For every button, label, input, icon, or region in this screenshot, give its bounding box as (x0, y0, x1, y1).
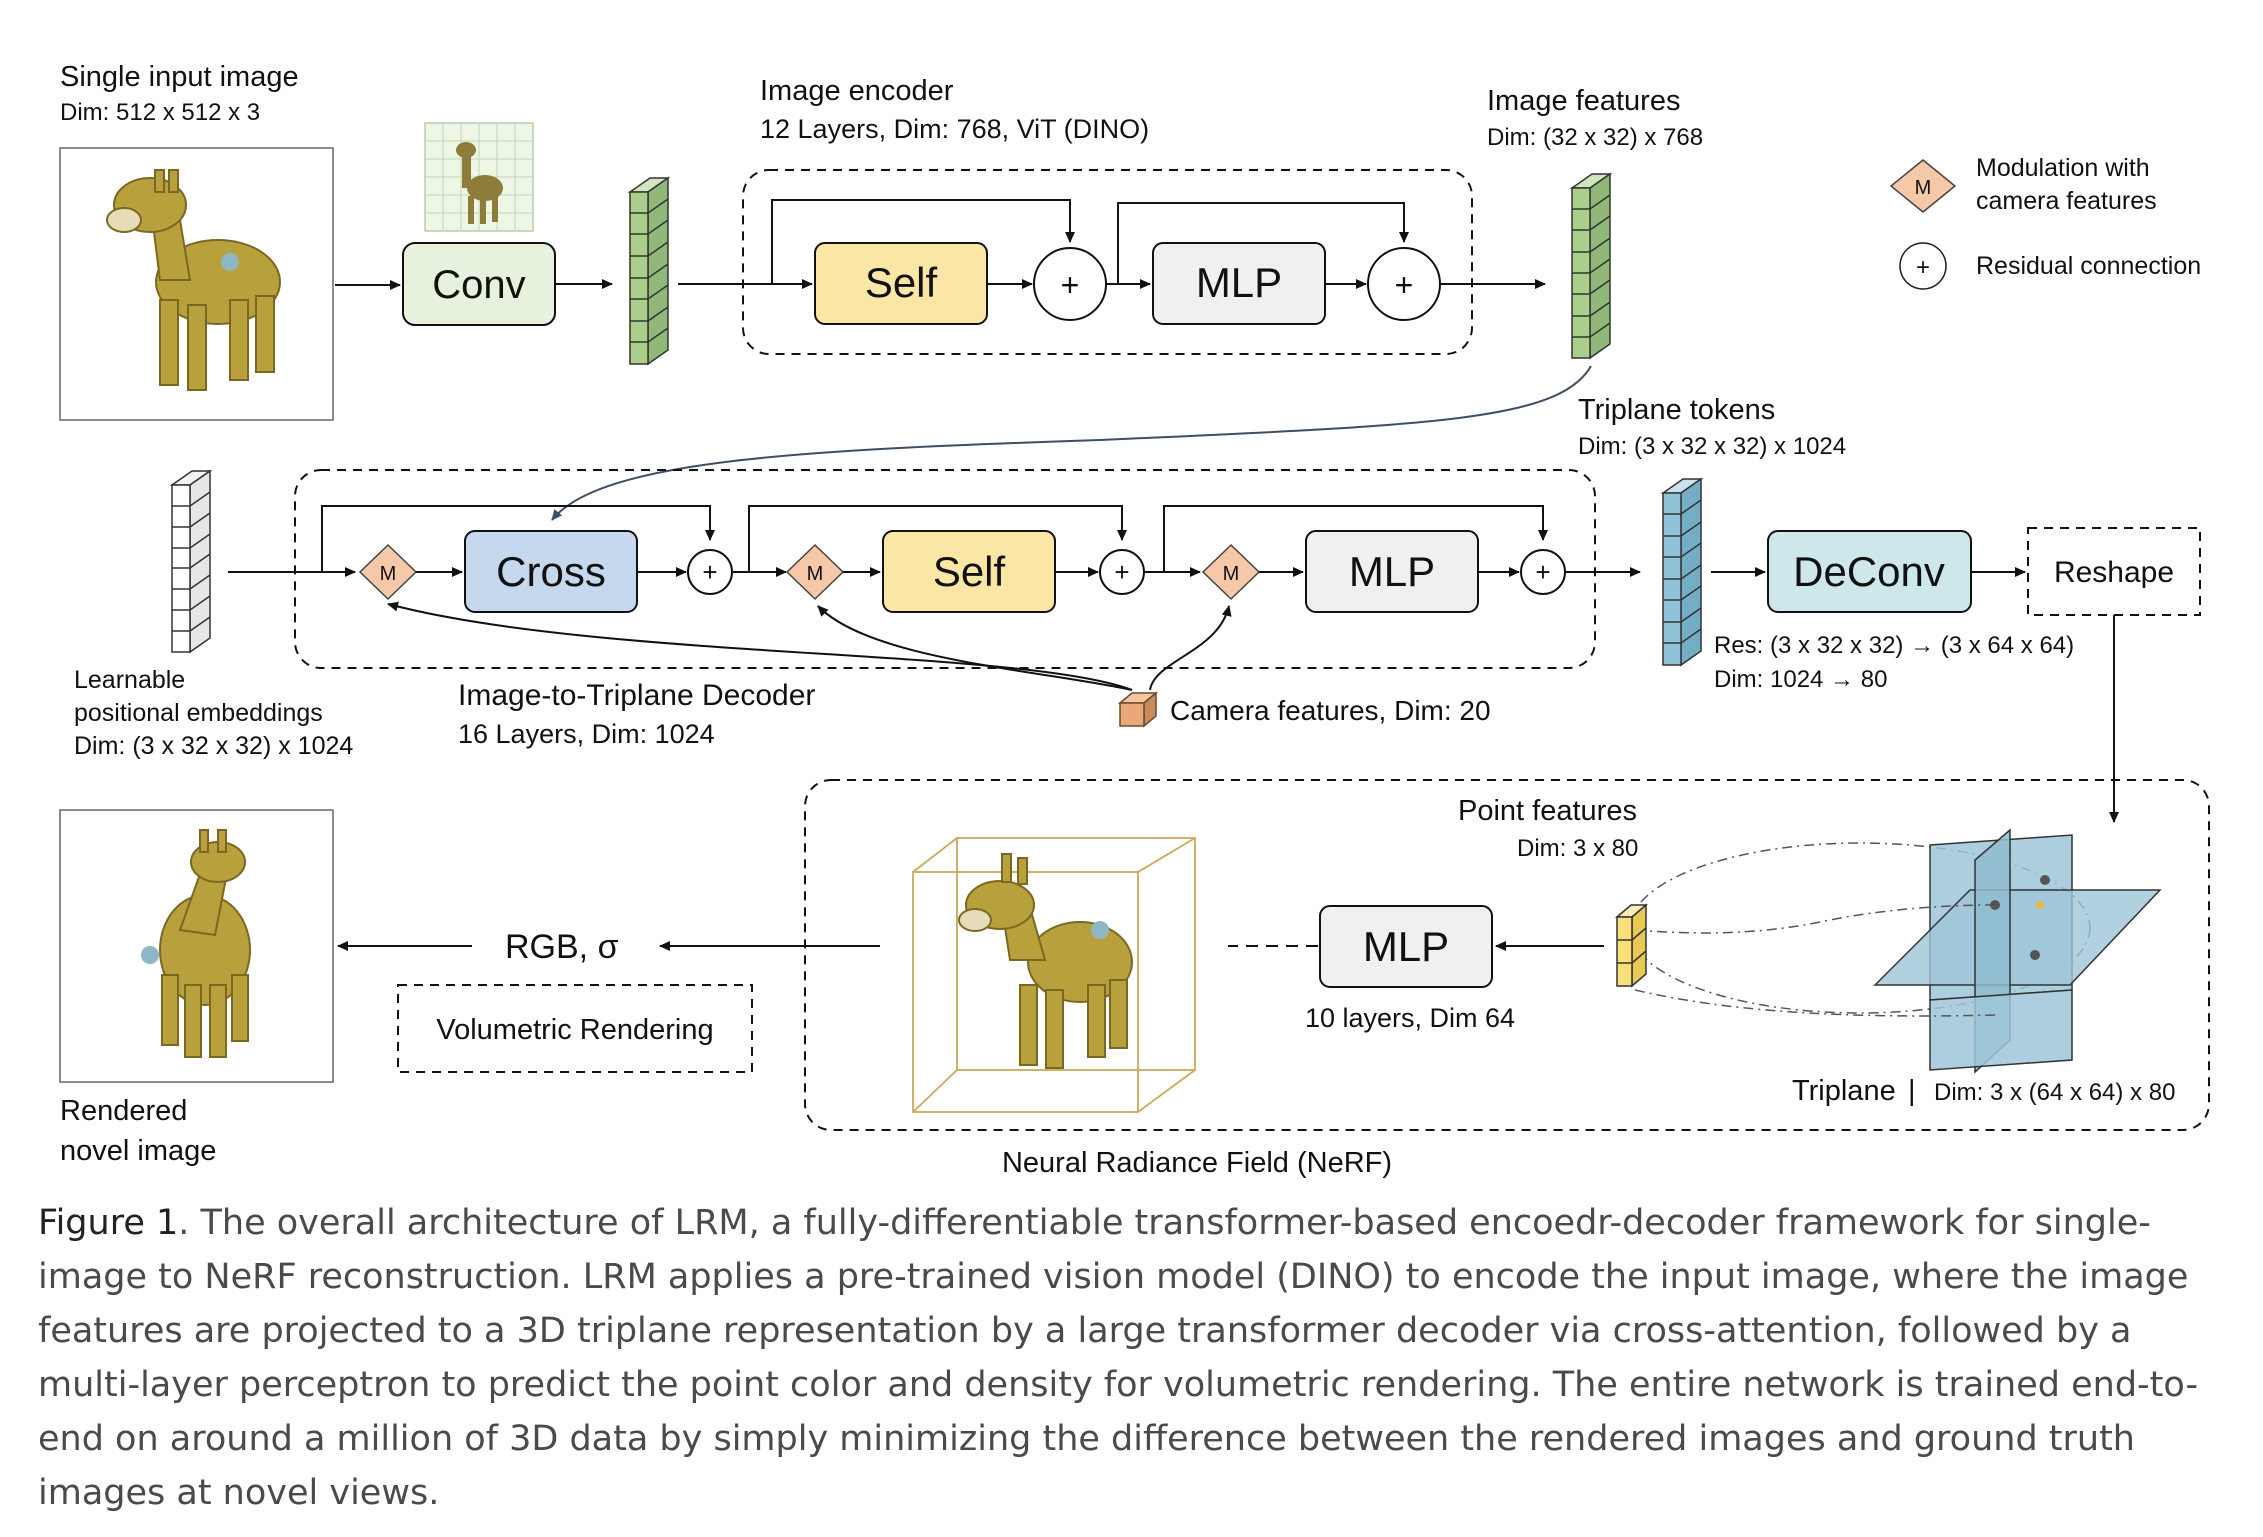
decoder-modulation-symbol-1: M (380, 563, 397, 585)
legend-residual-label: Residual connection (1976, 252, 2201, 280)
giraffe-toy-image (141, 829, 251, 1058)
image-features-title: Image features (1487, 85, 1680, 117)
caption-text: . The overall architecture of LRM, a ful… (38, 1203, 2199, 1513)
legend-modulation-symbol: M (1915, 177, 1932, 199)
encoder-subtitle: 12 Layers, Dim: 768, ViT (DINO) (760, 114, 1149, 144)
decoder-plus-2: + (1114, 557, 1129, 587)
nerf-title: Neural Radiance Field (NeRF) (1002, 1147, 1392, 1179)
input-image (59, 147, 334, 421)
encoder-skip-1 (771, 199, 1075, 284)
encoder-block (742, 169, 1473, 355)
decoder-modulation-symbol-3: M (1223, 563, 1240, 585)
triplane-label: Triplane (1792, 1075, 1896, 1107)
decoder-skip-3 (1163, 505, 1548, 572)
positional-line3: Dim: (3 x 32 x 32) x 1024 (74, 732, 353, 760)
decoder-skip-1 (321, 505, 715, 572)
features-to-cross-connector (551, 365, 1592, 521)
input-image-dim: Dim: 512 x 512 x 3 (60, 99, 260, 126)
point-features-title: Point features (1458, 795, 1637, 827)
encoder-plus-1: + (1061, 267, 1080, 303)
nerf-mlp-box (1319, 905, 1493, 988)
decoder-title: Image-to-Triplane Decoder (458, 679, 815, 712)
decoder-modulation-symbol-2: M (807, 563, 824, 585)
decoder-self-label: Self (933, 548, 1006, 595)
deconv-dim: Dim: 1024 → 80 (1714, 666, 1887, 693)
architecture-diagram: Single input image Dim: 512 x 512 x 3 (59, 61, 2210, 1179)
decoder-modulation-3: M (1201, 543, 1261, 601)
cube-icon (1117, 691, 1159, 728)
rendered-label-line1: Rendered (60, 1095, 187, 1127)
figure-caption: Figure 1. The overall architecture of LR… (38, 1196, 2208, 1520)
reshape-label: Reshape (2054, 556, 2174, 589)
nerf-block (804, 779, 2210, 1131)
positional-line2: positional embeddings (74, 699, 323, 727)
volumetric-rendering-label: Volumetric Rendering (436, 1014, 713, 1046)
nerf-mlp-label: MLP (1363, 923, 1449, 970)
rendered-label-line2: novel image (60, 1135, 216, 1167)
camera-modulation-arrows (387, 601, 1232, 691)
encoder-plus-2: + (1395, 267, 1414, 303)
encoder-residual-1: + (1033, 247, 1107, 321)
volumetric-rendering-box (397, 984, 753, 1073)
conv-label: Conv (432, 263, 525, 307)
decoder-block (294, 469, 1596, 669)
decoder-plus-1: + (702, 557, 717, 587)
positional-embedding-stack (169, 469, 213, 654)
triplane-dim: Dim: 3 x (64 x 64) x 80 (1934, 1079, 2175, 1106)
image-patch-grid (424, 122, 534, 232)
triplane-tokens-title: Triplane tokens (1578, 394, 1775, 426)
legend-modulation-line1: Modulation with (1976, 154, 2150, 182)
encoder-title: Image encoder (760, 75, 954, 107)
giraffe-toy-image (106, 169, 281, 391)
giraffe-toy-image (958, 853, 1133, 1069)
nerf-mlp-sub: 10 layers, Dim 64 (1305, 1003, 1515, 1033)
triplane-visual (1629, 828, 2162, 1074)
encoder-residual-2: + (1367, 247, 1441, 321)
triplane-separator: | (1908, 1075, 1916, 1107)
patch-token-stack (627, 176, 671, 366)
decoder-plus-3: + (1535, 557, 1550, 587)
triplane-token-stack (1660, 477, 1704, 667)
point-features-dim: Dim: 3 x 80 (1517, 835, 1638, 862)
decoder-subtitle: 16 Layers, Dim: 1024 (458, 719, 715, 749)
diamond-m-icon (785, 543, 845, 601)
encoder-mlp-label: MLP (1196, 259, 1282, 306)
figure-label: Figure 1 (38, 1203, 179, 1243)
circle-plus-icon (1899, 242, 1947, 290)
cross-attention-label: Cross (496, 548, 606, 595)
positional-line1: Learnable (74, 666, 185, 694)
deconv-label: DeConv (1793, 548, 1945, 595)
diamond-m-icon (1889, 159, 1957, 213)
decoder-residual-3: + (1520, 549, 1566, 595)
diamond-m-icon (1201, 543, 1261, 601)
diamond-m-icon (358, 543, 418, 601)
point-feature-stack (1614, 903, 1649, 988)
camera-features-label: Camera features, Dim: 20 (1170, 695, 1491, 726)
legend-modulation-line2: camera features (1976, 187, 2157, 215)
rgb-sigma-label: RGB, σ (505, 928, 619, 966)
decoder-skip-2 (748, 505, 1127, 572)
encoder-self-label: Self (865, 259, 938, 306)
input-image-title: Single input image (60, 61, 299, 93)
encoder-skip-2 (1117, 202, 1409, 284)
legend-residual-symbol: + (1916, 254, 1930, 281)
rendered-image (59, 809, 334, 1083)
decoder-residual-1: + (687, 549, 733, 595)
nerf-volume (912, 837, 1196, 1113)
image-features-stack (1569, 172, 1613, 360)
image-features-dim: Dim: (32 x 32) x 768 (1487, 124, 1703, 151)
legend: M Modulation with camera features + Resi… (1889, 154, 2201, 290)
decoder-residual-2: + (1099, 549, 1145, 595)
deconv-res: Res: (3 x 32 x 32) → (3 x 64 x 64) (1714, 632, 2074, 659)
triplane-tokens-dim: Dim: (3 x 32 x 32) x 1024 (1578, 433, 1846, 460)
decoder-modulation-2: M (785, 543, 845, 601)
decoder-mlp-label: MLP (1349, 548, 1435, 595)
decoder-modulation-1: M (358, 543, 418, 601)
